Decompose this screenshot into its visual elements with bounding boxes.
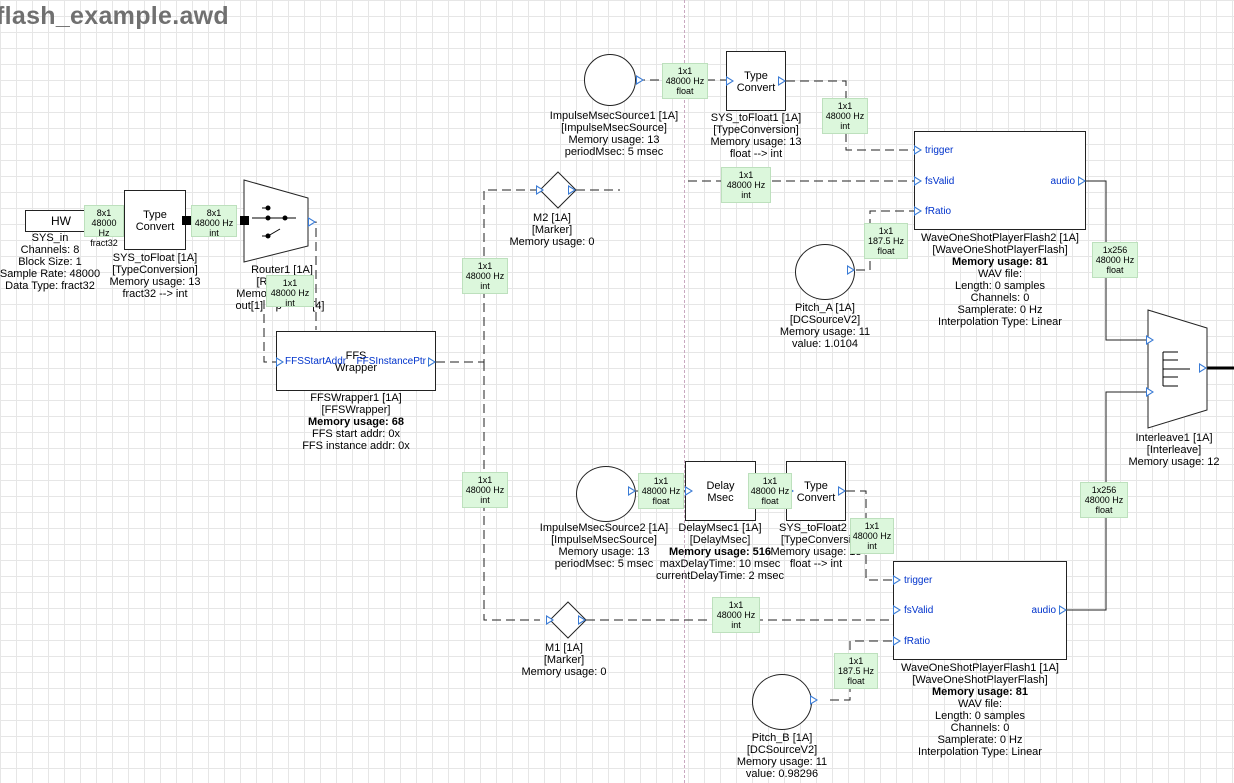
m1-out-port[interactable]	[578, 615, 586, 625]
pitch-a-info: Pitch_A [1A][DCSourceV2]Memory usage: 11…	[779, 302, 871, 350]
player1-trigger-pin: trigger	[904, 575, 933, 586]
diagram-title: flash_example.awd	[0, 2, 229, 30]
player2-block[interactable]: trigger fsValid fRatio audio	[914, 131, 1086, 230]
interleave-icon	[1162, 351, 1190, 387]
m2-out-port[interactable]	[568, 185, 576, 195]
marker-m1[interactable]	[549, 601, 587, 639]
ffs-out-pin: FFSInstancePtr	[356, 356, 426, 367]
router-out-port[interactable]	[308, 217, 316, 227]
wire-m2-player2[interactable]	[576, 180, 914, 191]
sys-tofloat-out-port[interactable]	[182, 216, 191, 225]
imp2-out-port[interactable]	[628, 486, 636, 496]
player2-trigger-port[interactable]	[914, 145, 922, 155]
player1-fsvalid-pin: fsValid	[904, 605, 934, 616]
m1-info: M1 [1A][Marker]Memory usage: 0	[521, 642, 607, 678]
player2-audio-port[interactable]	[1078, 176, 1086, 186]
delay-info: DelayMsec1 [1A][DelayMsec]Memory usage: …	[656, 522, 784, 582]
player1-fratio-port[interactable]	[893, 636, 901, 646]
sys-tofloat1-info: SYS_toFloat1 [1A][TypeConversion]Memory …	[710, 112, 802, 160]
player1-audio-port[interactable]	[1059, 605, 1067, 615]
wire-tf1-player2[interactable]	[786, 80, 914, 151]
player1-block[interactable]: trigger fsValid fRatio audio	[893, 561, 1067, 660]
pitch-b-out-port[interactable]	[810, 695, 818, 705]
sys-tofloat-info: SYS_toFloat [1A][TypeConversion]Memory u…	[109, 252, 201, 300]
tf1-in-port[interactable]	[726, 76, 734, 86]
pitch-b-info: Pitch_B [1A][DCSourceV2]Memory usage: 11…	[736, 732, 828, 780]
player2-fsvalid-port[interactable]	[914, 176, 922, 186]
marker-m2[interactable]	[539, 171, 577, 209]
ffs-out-port[interactable]	[428, 357, 436, 367]
player1-fsvalid-port[interactable]	[893, 605, 901, 615]
tf2-out-port[interactable]	[838, 486, 846, 496]
tf1-out-port[interactable]	[778, 76, 786, 86]
router-in-port[interactable]	[240, 216, 249, 225]
interleave-out-port[interactable]	[1199, 363, 1207, 373]
hw-label: HW	[51, 214, 71, 228]
player1-audio-pin: audio	[1031, 605, 1056, 616]
player2-trigger-pin: trigger	[925, 145, 954, 156]
m2-info: M2 [1A][Marker]Memory usage: 0	[509, 212, 595, 248]
page-divider	[684, 0, 685, 783]
interleave-info: Interleave1 [1A][Interleave]Memory usage…	[1128, 432, 1220, 468]
imp2-info: ImpulseMsecSource2 [1A][ImpulseMsecSourc…	[539, 522, 669, 570]
player1-trigger-port[interactable]	[893, 575, 901, 585]
impulse-source-1[interactable]	[584, 54, 636, 106]
player2-fratio-port[interactable]	[914, 206, 922, 216]
m1-in-port[interactable]	[546, 615, 554, 625]
player2-fsvalid-pin: fsValid	[925, 176, 955, 187]
pitch-b-source[interactable]	[752, 674, 812, 730]
m2-in-port[interactable]	[536, 185, 544, 195]
player1-info: WaveOneShotPlayerFlash1 [1A][WaveOneShot…	[901, 662, 1059, 758]
impulse-source-2[interactable]	[576, 466, 636, 522]
ffs-in-port[interactable]	[276, 357, 284, 367]
player2-audio-pin: audio	[1050, 176, 1075, 187]
interleave-in2-port[interactable]	[1146, 387, 1154, 397]
imp1-out-port[interactable]	[636, 75, 644, 85]
delay-in-port[interactable]	[685, 486, 693, 496]
player2-fratio-pin: fRatio	[925, 206, 952, 217]
hw-input-block[interactable]: HW	[25, 210, 97, 232]
imp1-info: ImpulseMsecSource1 [1A][ImpulseMsecSourc…	[549, 110, 679, 158]
router-block[interactable]	[243, 179, 309, 263]
ffs-info: FFSWrapper1 [1A][FFSWrapper]Memory usage…	[302, 392, 410, 452]
router-switch-icon	[252, 205, 296, 239]
player2-info: WaveOneShotPlayerFlash2 [1A][WaveOneShot…	[921, 232, 1079, 328]
ffs-in-pin: FFSStartAddr	[285, 356, 347, 367]
pitch-a-out-port[interactable]	[847, 265, 855, 275]
interleave-in1-port[interactable]	[1146, 335, 1154, 345]
player1-fratio-pin: fRatio	[904, 636, 931, 647]
pitch-a-source[interactable]	[795, 244, 855, 300]
wire-ffs-m1[interactable]	[483, 362, 540, 621]
